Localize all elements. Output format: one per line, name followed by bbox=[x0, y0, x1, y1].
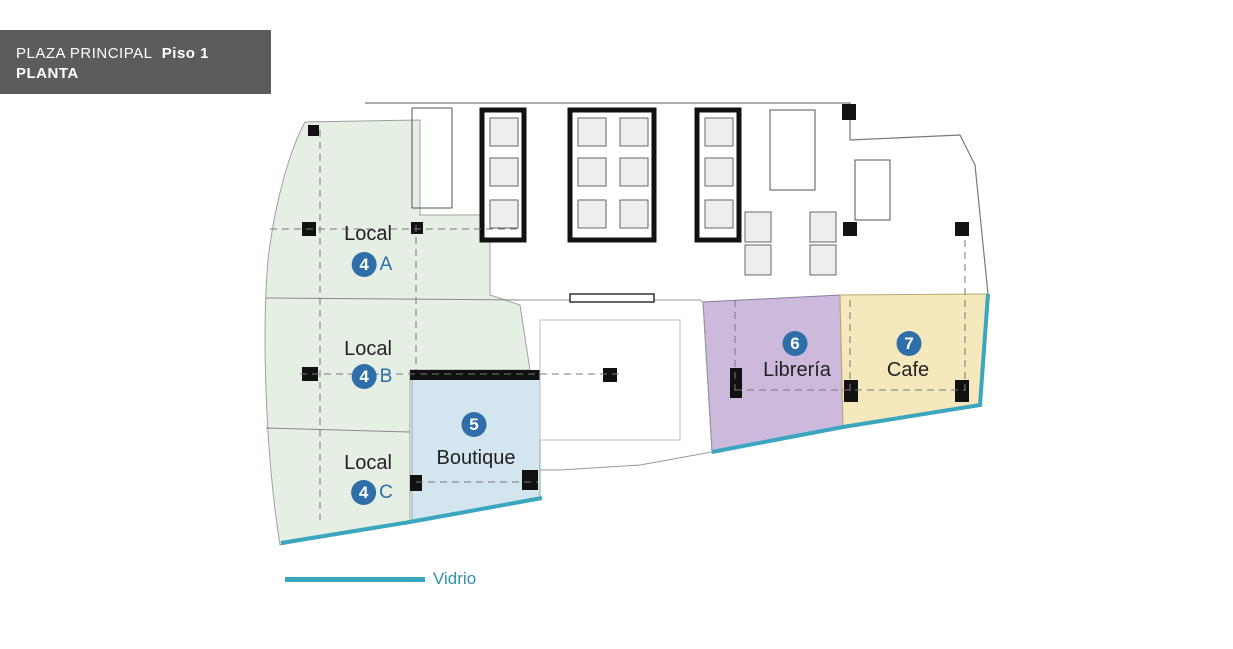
cafe-title: Cafe bbox=[886, 359, 930, 381]
boutique-title: Boutique bbox=[436, 447, 516, 469]
header-plaza: PLAZA PRINCIPAL bbox=[16, 45, 153, 62]
number-badge: 6 bbox=[782, 331, 808, 356]
header-floor: Piso 1 bbox=[161, 45, 209, 62]
local-4a-number: 4 A bbox=[351, 252, 393, 277]
number-badge: 7 bbox=[896, 331, 922, 356]
cafe-number: 7 bbox=[896, 331, 922, 356]
central-hall bbox=[520, 299, 713, 471]
hall-outline bbox=[539, 319, 681, 441]
boutique-wall bbox=[410, 370, 540, 380]
local-4a-title: Local bbox=[344, 223, 392, 245]
number-badge: 5 bbox=[461, 412, 487, 437]
local-divider-ab bbox=[265, 297, 521, 301]
elevator-cabins bbox=[489, 117, 837, 276]
boutique-number: 5 bbox=[461, 412, 487, 437]
local-divider-bc bbox=[265, 427, 411, 433]
unit-suffix: A bbox=[379, 253, 393, 275]
libreria-title: Librería bbox=[763, 359, 831, 381]
header-line-2: PLANTA bbox=[16, 65, 79, 82]
glass-facade bbox=[280, 293, 990, 545]
local-4b-title: Local bbox=[344, 338, 392, 360]
counter-bar bbox=[569, 293, 655, 303]
number-badge: 4 bbox=[351, 252, 377, 277]
structural-columns bbox=[302, 104, 969, 491]
unit-suffix: B bbox=[379, 365, 393, 387]
local-4c-number: 4 C bbox=[351, 480, 393, 505]
legend: Vidrio bbox=[285, 569, 476, 589]
local-4b-number: 4 B bbox=[351, 364, 393, 389]
unit-suffix: C bbox=[379, 481, 393, 503]
number-badge: 4 bbox=[351, 480, 377, 505]
number-badge: 4 bbox=[351, 364, 377, 389]
header-line-1: PLAZA PRINCIPAL Piso 1 bbox=[16, 44, 271, 64]
elevator-core bbox=[479, 107, 742, 243]
stair-cores bbox=[411, 107, 891, 221]
libreria-number: 6 bbox=[782, 331, 808, 356]
local-4c-title: Local bbox=[344, 452, 392, 474]
local-zone bbox=[264, 119, 531, 546]
legend-label: Vidrio bbox=[433, 569, 477, 588]
plan-header: PLAZA PRINCIPAL Piso 1 PLANTA bbox=[0, 30, 271, 94]
glass-legend-swatch bbox=[285, 576, 425, 582]
building-outline bbox=[365, 102, 989, 295]
